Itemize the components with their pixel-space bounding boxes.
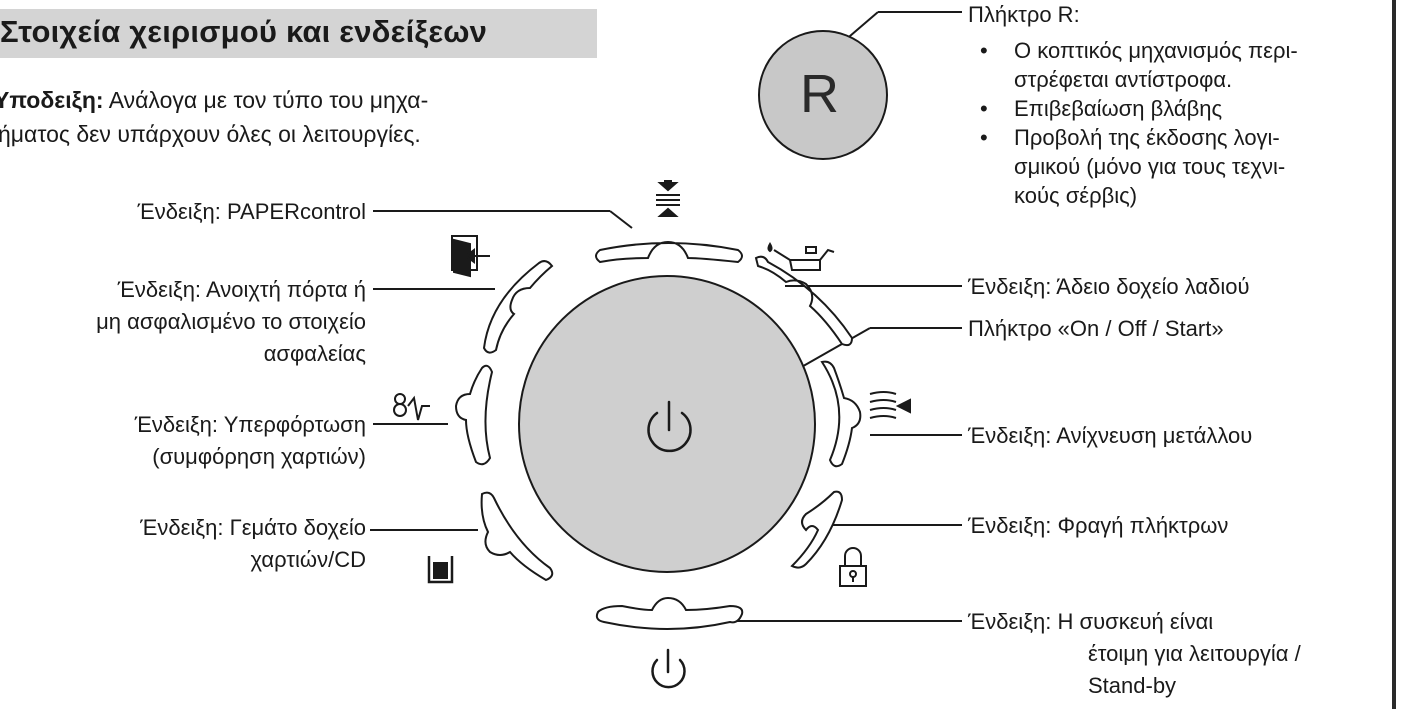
hint-line-1: Ανάλογα με τον τύπο του μηχα-	[103, 87, 429, 113]
label-oil: Ένδειξη: Άδειο δοχείο λαδιού	[968, 274, 1250, 299]
on-off-start-button[interactable]	[518, 275, 816, 573]
section-title: Στοιχεία χειρισμού και ενδείξεων	[0, 14, 488, 49]
r-key-bullet-3: Προβολή της έκδοσης λογι-σμικού (μόνο γι…	[968, 123, 1298, 210]
r-key-symbol: R	[800, 64, 839, 124]
led-papercontrol	[595, 240, 743, 264]
led-oil	[754, 255, 854, 347]
label-bin-line1: Ένδειξη: Γεμάτο δοχείο	[140, 515, 366, 540]
label-metal: Ένδειξη: Ανίχνευση μετάλλου	[968, 423, 1253, 448]
r-key-bullet-2: Επιβεβαίωση βλάβης	[968, 94, 1298, 123]
lock-icon	[839, 547, 867, 587]
label-ready-line1: Ένδειξη: Η συσκευή είναι	[968, 609, 1214, 634]
hint-line-2: ήματος δεν υπάρχουν όλες οι λειτουργίες.	[0, 121, 421, 147]
r-key-title: Πλήκτρο R:	[968, 2, 1080, 27]
door-open-icon	[451, 235, 490, 278]
metal-detect-icon	[869, 391, 911, 419]
label-door-line2: μη ασφαλισμένο το στοιχείο	[96, 309, 366, 334]
label-door-line3: ασφαλείας	[263, 341, 366, 366]
label-lock: Ένδειξη: Φραγή πλήκτρων	[968, 513, 1229, 538]
label-ready-line2: έτοιμη για λειτουργία /	[1088, 641, 1301, 666]
label-overload-line1: Ένδειξη: Υπερφόρτωση	[134, 412, 366, 437]
label-papercontrol: Ένδειξη: PAPERcontrol	[137, 199, 367, 224]
hint-label: Υποδειξη:	[0, 87, 104, 113]
oil-can-icon	[767, 242, 835, 271]
power-icon	[647, 400, 692, 453]
led-metal	[820, 360, 862, 468]
hint-text: Υποδειξη: Ανάλογα με τον τύπο του μηχα-	[0, 84, 428, 116]
label-ready-line3: Stand-by	[1088, 673, 1177, 698]
led-standby	[595, 596, 744, 630]
label-door-line1: Ένδειξη: Ανοιχτή πόρτα ή	[117, 277, 366, 302]
label-overload-line2: (συμφόρηση χαρτιών)	[152, 444, 366, 469]
overload-icon	[393, 393, 430, 421]
section-heading-background	[0, 9, 597, 58]
label-bin-line2: χαρτιών/CD	[250, 547, 366, 572]
led-overload	[454, 364, 494, 466]
bin-full-icon	[427, 556, 454, 584]
standby-power-icon	[651, 648, 686, 689]
page-edge-rule	[1392, 0, 1396, 709]
r-key-button[interactable]	[758, 30, 888, 160]
r-key-bullet-1: Ο κοπτικός μηχανισμός περι-στρέφεται αντ…	[968, 36, 1298, 94]
led-door	[482, 260, 554, 354]
led-lock	[790, 490, 844, 569]
r-key-bullets: Ο κοπτικός μηχανισμός περι-στρέφεται αντ…	[968, 36, 1298, 210]
label-power-key: Πλήκτρο «On / Off / Start»	[968, 316, 1224, 341]
led-bin	[480, 491, 554, 582]
paper-control-icon	[656, 180, 680, 217]
